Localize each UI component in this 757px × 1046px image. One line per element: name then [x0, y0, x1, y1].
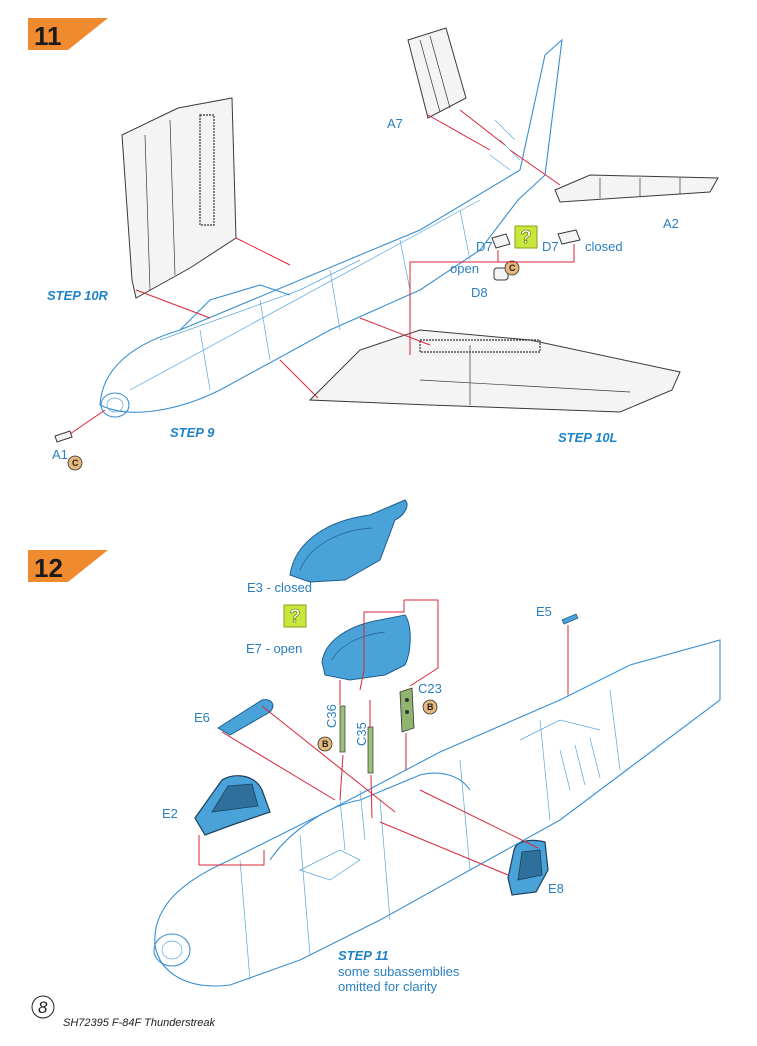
step-12-number: 12 — [34, 553, 63, 583]
label-e5: E5 — [536, 604, 552, 619]
label-open: open — [450, 261, 479, 276]
label-a2: A2 — [663, 216, 679, 231]
glue-c-text-1: C — [509, 263, 516, 273]
label-e2: E2 — [162, 806, 178, 821]
arrows-step11 — [69, 109, 575, 435]
wing-right-step10r — [121, 97, 237, 299]
part-a2-stabilizer — [554, 174, 719, 203]
label-d8: D8 — [471, 285, 488, 300]
part-e8 — [507, 839, 549, 896]
part-a1 — [54, 430, 73, 443]
note-line-1: some subassemblies — [338, 964, 460, 979]
part-e6 — [217, 699, 274, 736]
fuselage-step12 — [153, 639, 721, 987]
label-step9: STEP 9 — [170, 425, 215, 440]
glue-b-text-1: B — [427, 702, 434, 712]
option-question-icon: ? — [521, 227, 532, 247]
option-question-icon-2: ? — [290, 606, 301, 626]
product-title: SH72395 F-84F Thunderstreak — [63, 1017, 216, 1029]
part-e5 — [561, 613, 579, 625]
glue-c-text-2: C — [72, 458, 79, 468]
label-step11: STEP 11 — [338, 948, 389, 963]
page-number: 8 — [38, 998, 48, 1017]
label-c36: C36 — [324, 704, 339, 728]
part-c36-rod — [339, 705, 346, 753]
label-closed: closed — [585, 239, 623, 254]
option-mark-step11: ? — [514, 225, 538, 249]
label-d7-open: D7 — [476, 239, 493, 254]
label-a7: A7 — [387, 116, 403, 131]
part-d7-closed — [557, 229, 581, 245]
glue-b-text-2: B — [322, 739, 329, 749]
label-d7-closed: D7 — [542, 239, 559, 254]
label-e3: E3 - closed — [247, 580, 312, 595]
label-e6: E6 — [194, 710, 210, 725]
part-a7-rudder — [407, 27, 467, 119]
label-step10r: STEP 10R — [47, 288, 109, 303]
label-c23: C23 — [418, 681, 442, 696]
label-c35: C35 — [354, 722, 369, 746]
option-mark-step12: ? — [283, 604, 307, 628]
glue-b-c23: B — [422, 699, 438, 715]
glue-b-c36: B — [317, 736, 333, 752]
step-11-number: 11 — [34, 21, 62, 51]
step-12-badge: 12 — [28, 550, 108, 583]
label-a1: A1 — [52, 447, 68, 462]
part-e7-canopy-open — [321, 614, 411, 681]
arrows-step12 — [198, 599, 569, 876]
part-d7-open — [491, 233, 511, 249]
glue-c-a1: C — [67, 455, 83, 471]
note-line-2: omitted for clarity — [338, 979, 437, 994]
step-11-badge: 11 — [28, 18, 108, 51]
label-e7: E7 - open — [246, 641, 302, 656]
part-c23 — [399, 687, 415, 733]
label-e8: E8 — [548, 881, 564, 896]
part-e2-windscreen — [194, 775, 271, 836]
footer: 8 SH72395 F-84F Thunderstreak — [31, 995, 216, 1029]
wing-left-step10l — [308, 329, 681, 413]
part-e3-canopy-closed — [289, 499, 408, 583]
glue-c-d8: C — [504, 260, 520, 276]
label-step10l: STEP 10L — [558, 430, 618, 445]
